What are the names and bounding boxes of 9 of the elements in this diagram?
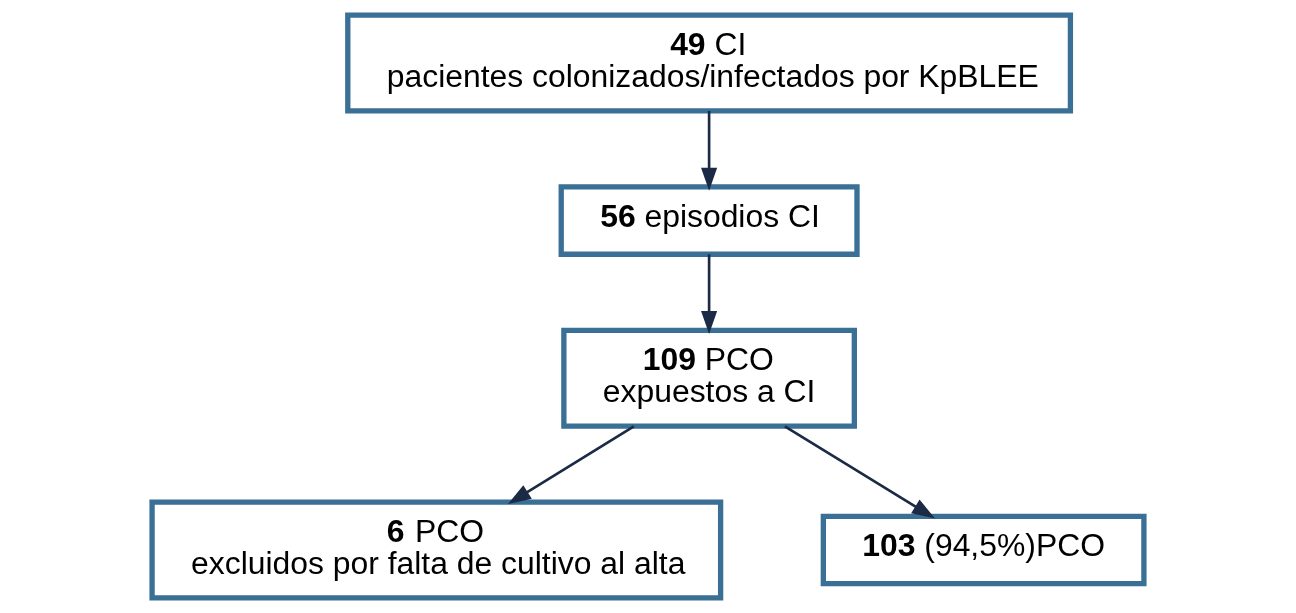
arrow (701, 254, 718, 334)
arrow (701, 110, 718, 191)
node-box: 103 (94,5%)PCO (820, 513, 1147, 587)
arrow (507, 425, 635, 505)
arrow (784, 425, 935, 519)
node-box: 6 PCO excluidos por falta de cultivo al alta (149, 499, 724, 601)
node-box: 109 PCO expuestos a CI (561, 327, 857, 429)
node-box: 56 episodios CI (558, 184, 860, 257)
node-box: 49 CI pacientes colonizados/infectados por KpBLEE (345, 12, 1074, 114)
